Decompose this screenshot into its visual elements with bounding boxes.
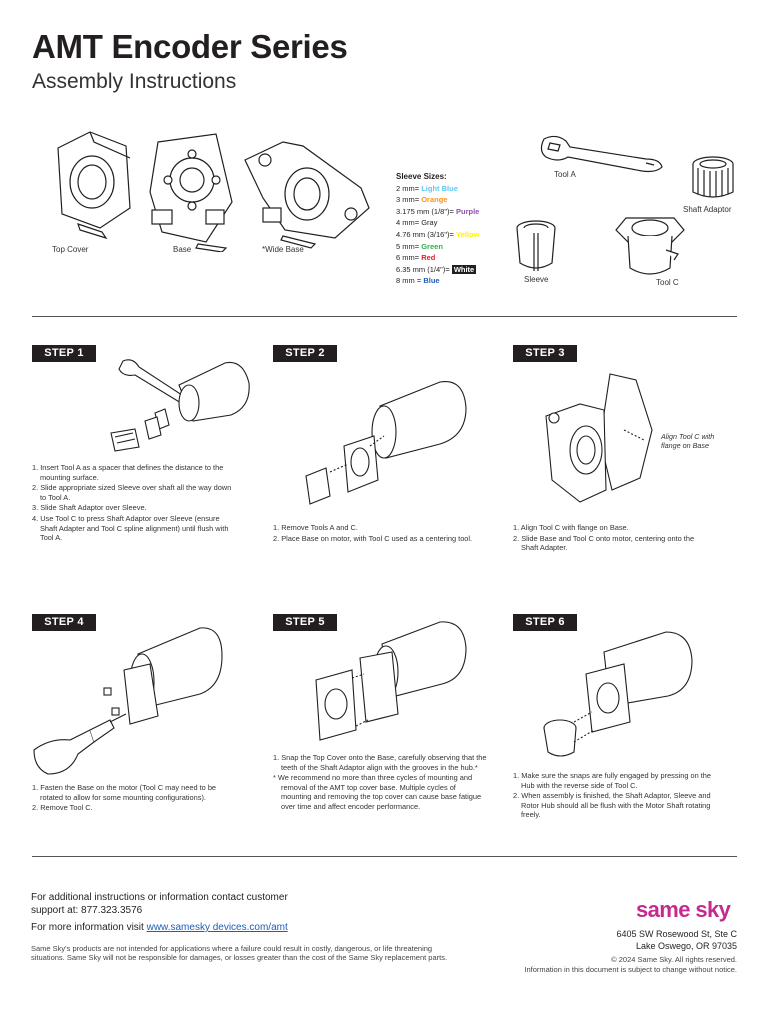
- step-2-instructions: 1. Remove Tools A and C. 2. Place Base o…: [273, 523, 473, 544]
- shaft-adaptor-illustration: [692, 156, 734, 198]
- tool-c-illustration: [615, 217, 685, 275]
- step-3-item: 1. Align Tool C with flange on Base.: [513, 523, 629, 532]
- footer-contact: For additional instructions or informati…: [31, 892, 288, 916]
- sleeve-illustration: [516, 220, 556, 271]
- step-2-item: 2. Place Base on motor, with Tool C used…: [273, 533, 473, 543]
- sleeve-size-item: 6 mm= Red: [396, 253, 436, 263]
- page-subtitle: Assembly Instructions: [32, 70, 237, 93]
- step-4-instructions: 1. Fasten the Base on the motor (Tool C …: [32, 783, 232, 814]
- top-cover-illustration: [57, 131, 131, 240]
- top-cover-label: Top Cover: [52, 245, 89, 254]
- tool-a-illustration: [540, 135, 663, 173]
- shaft-adaptor-label: Shaft Adaptor: [683, 205, 732, 214]
- step-4-illustration: [33, 627, 223, 775]
- sleeve-size-item: 8 mm = Blue: [396, 276, 440, 286]
- section-divider-bottom: [32, 856, 737, 857]
- copyright-notice: © 2024 Same Sky. All rights reserved. In…: [524, 955, 737, 974]
- footer-disclaimer: Same Sky's products are not intended for…: [31, 944, 448, 963]
- footer-web: For more information visit www.samesky d…: [31, 922, 288, 933]
- step-3-illustration: [545, 373, 653, 503]
- sleeve-size-item: 2 mm= Light Blue: [396, 183, 458, 193]
- step-1-instructions: 1. Insert Tool A as a spacer that define…: [32, 463, 237, 544]
- wide-base-illustration: [244, 141, 370, 249]
- step-1-item: 2. Slide appropriate sized Sleeve over s…: [32, 483, 232, 502]
- step-6-item: 2. When assembly is finished, the Shaft …: [513, 791, 711, 820]
- step-5-item: 1. Snap the Top Cover onto the Base, car…: [273, 753, 487, 772]
- step-1-badge: STEP 1: [32, 345, 96, 362]
- website-link[interactable]: www.samesky devices.com/amt: [146, 922, 288, 933]
- step-5-instructions: 1. Snap the Top Cover onto the Base, car…: [273, 753, 488, 813]
- sleeve-sizes-header: Sleeve Sizes:: [396, 172, 447, 181]
- page-title: AMT Encoder Series: [32, 28, 348, 65]
- wide-base-label: *Wide Base: [262, 245, 304, 254]
- step-2-item: 1. Remove Tools A and C.: [273, 523, 358, 532]
- step-6-item: 1. Make sure the snaps are fully engaged…: [513, 771, 712, 790]
- sleeve-size-item: 4 mm= Gray: [396, 218, 438, 228]
- company-address: 6405 SW Rosewood St, Ste C Lake Oswego, …: [616, 929, 737, 951]
- sleeve-size-item: 3 mm= Orange: [396, 195, 448, 205]
- base-illustration: [149, 133, 233, 252]
- step-3-annotation: Align Tool C with flange on Base: [661, 432, 715, 450]
- sleeve-size-item: 5 mm= Green: [396, 241, 443, 251]
- step-5-badge: STEP 5: [273, 614, 337, 631]
- tool-a-label: Tool A: [554, 170, 576, 179]
- step-3-instructions: 1. Align Tool C with flange on Base. 2. …: [513, 523, 713, 554]
- sleeve-sizes-list: Sleeve Sizes: 2 mm= Light Blue 3 mm= Ora…: [396, 171, 479, 287]
- step-3-badge: STEP 3: [513, 345, 577, 362]
- sleeve-size-item: 4.76 mm (3/16")= Yellow: [396, 229, 480, 239]
- section-divider-top: [32, 316, 737, 317]
- tool-c-label: Tool C: [656, 278, 679, 287]
- sleeve-size-item: 6.35 mm (1/4")= White: [396, 264, 477, 274]
- step-4-item: 1. Fasten the Base on the motor (Tool C …: [32, 783, 217, 802]
- step-1-item: 4. Use Tool C to press Shaft Adaptor ove…: [32, 513, 229, 543]
- step-1-item: 3. Slide Shaft Adaptor over Sleeve.: [32, 503, 147, 513]
- same-sky-logo: same sky: [636, 897, 731, 922]
- step-5-illustration: [315, 621, 467, 741]
- sleeve-label: Sleeve: [524, 275, 549, 284]
- step-2-badge: STEP 2: [273, 345, 337, 362]
- step-5-note: * We recommend no more than three cycles…: [273, 773, 482, 811]
- step-2-illustration: [305, 380, 467, 505]
- step-6-illustration: [543, 631, 693, 757]
- step-4-badge: STEP 4: [32, 614, 96, 631]
- step-6-instructions: 1. Make sure the snaps are fully engaged…: [513, 771, 718, 821]
- step-3-item: 2. Slide Base and Tool C onto motor, cen…: [513, 533, 695, 553]
- step-1-illustration: [110, 359, 250, 452]
- sleeve-size-item: 3.175 mm (1/8")= Purple: [396, 206, 480, 216]
- base-label: Base: [173, 245, 192, 254]
- step-4-item: 2. Remove Tool C.: [32, 803, 93, 813]
- step-1-item: 1. Insert Tool A as a spacer that define…: [32, 463, 224, 482]
- step-6-badge: STEP 6: [513, 614, 577, 631]
